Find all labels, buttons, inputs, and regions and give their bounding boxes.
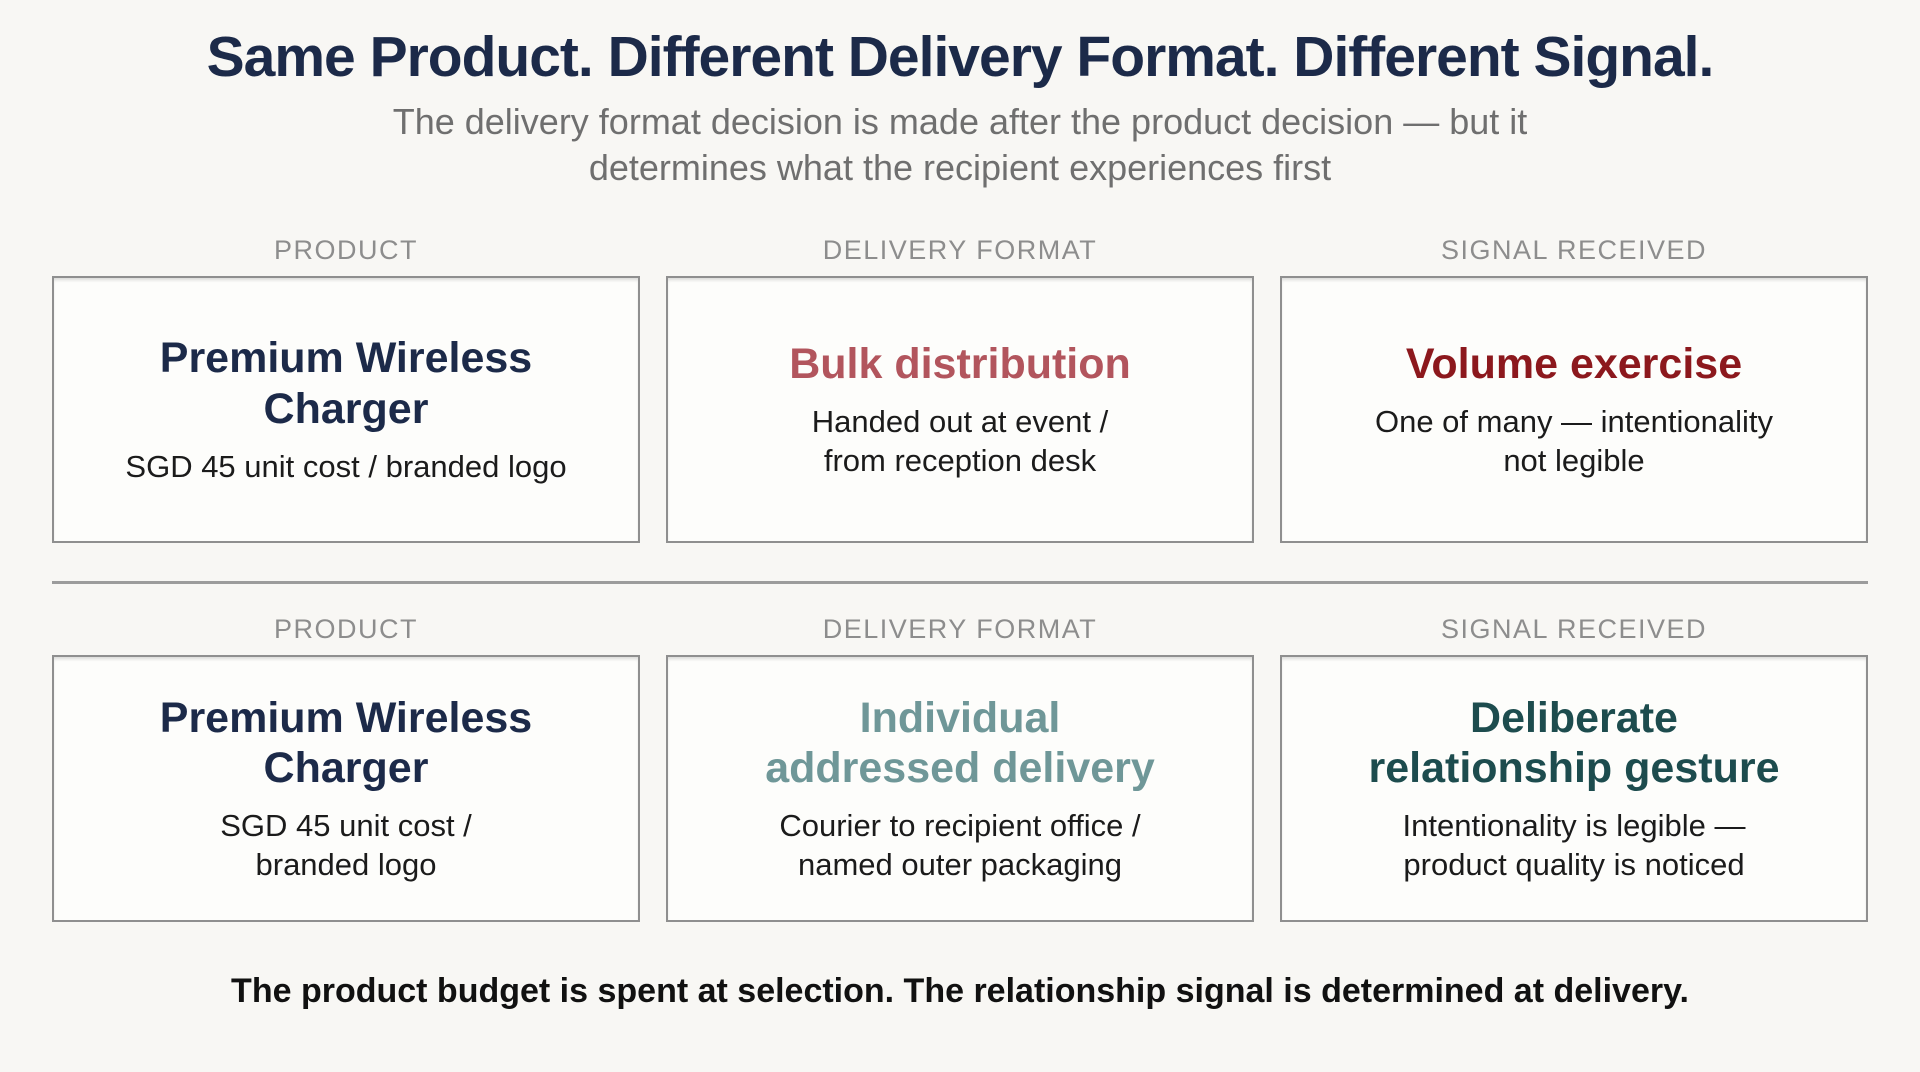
card-detail: SGD 45 unit cost / branded logo <box>125 447 566 486</box>
card-row2-signal-received: Deliberate relationship gesture Intentio… <box>1280 654 1868 922</box>
card-row2-delivery-format: Individual addressed delivery Courier to… <box>666 654 1254 922</box>
card-detail: Courier to recipient office / named oute… <box>779 806 1140 884</box>
card-detail-line: One of many — intentionality <box>1374 403 1774 439</box>
card-heading-line: Charger <box>263 744 429 793</box>
card-detail: One of many — intentionality not legible <box>1375 402 1773 480</box>
page-title: Same Product. Different Delivery Format.… <box>206 25 1715 89</box>
card-detail: Intentionality is legible — product qual… <box>1403 806 1746 884</box>
column-headers-row1: PRODUCT DELIVERY FORMAT SIGNAL RECEIVED <box>52 235 1868 266</box>
card-detail-line: not legible <box>1503 442 1645 478</box>
card-heading-line: relationship gesture <box>1368 744 1780 793</box>
card-detail-line: branded logo <box>255 847 437 883</box>
page-subtitle: The delivery format decision is made aft… <box>0 99 1920 191</box>
card-detail-line: named outer packaging <box>797 847 1122 883</box>
card-heading-line: Bulk distribution <box>789 339 1131 388</box>
card-detail-line: product quality is noticed <box>1403 847 1745 883</box>
card-detail-line: SGD 45 unit cost / branded logo <box>125 448 567 484</box>
subtitle-line-2: determines what the recipient experience… <box>588 146 1332 188</box>
card-heading-line: Charger <box>263 384 429 433</box>
cards-row1: Premium Wireless Charger SGD 45 unit cos… <box>52 275 1868 543</box>
column-header-product-row2: PRODUCT <box>274 613 418 644</box>
card-detail-line: Courier to recipient office / <box>779 808 1141 844</box>
card-heading-line: Volume exercise <box>1405 339 1743 388</box>
card-detail: Handed out at event / from reception des… <box>812 402 1108 480</box>
column-header-product-row1: PRODUCT <box>274 234 418 265</box>
card-row1-product: Premium Wireless Charger SGD 45 unit cos… <box>52 275 640 543</box>
scenario-row-individual: PRODUCT DELIVERY FORMAT SIGNAL RECEIVED … <box>0 614 1920 922</box>
card-row1-delivery-format: Bulk distribution Handed out at event / … <box>666 275 1254 543</box>
card-row2-product: Premium Wireless Charger SGD 45 unit cos… <box>52 654 640 922</box>
card-detail-line: Handed out at event / <box>811 403 1109 439</box>
column-header-signal-received-row2: SIGNAL RECEIVED <box>1440 613 1708 644</box>
card-heading: Deliberate relationship gesture <box>1369 693 1780 794</box>
card-heading: Premium Wireless Charger <box>160 693 532 794</box>
card-detail-line: SGD 45 unit cost / <box>220 808 472 844</box>
column-header-delivery-format-row1: DELIVERY FORMAT <box>822 234 1098 265</box>
card-heading-line: Deliberate <box>1470 693 1678 742</box>
scenario-row-bulk: PRODUCT DELIVERY FORMAT SIGNAL RECEIVED … <box>0 235 1920 543</box>
card-heading-line: addressed delivery <box>765 744 1155 793</box>
cards-row2: Premium Wireless Charger SGD 45 unit cos… <box>52 654 1868 922</box>
card-heading-line: Premium Wireless <box>159 693 533 742</box>
row-divider <box>52 580 1868 584</box>
column-header-delivery-format-row2: DELIVERY FORMAT <box>822 613 1098 644</box>
card-detail: SGD 45 unit cost / branded logo <box>220 806 472 884</box>
card-heading: Individual addressed delivery <box>765 693 1155 794</box>
card-heading: Premium Wireless Charger <box>160 333 532 434</box>
card-heading-line: Individual <box>859 693 1061 742</box>
card-row1-signal-received: Volume exercise One of many — intentiona… <box>1280 275 1868 543</box>
column-header-signal-received-row1: SIGNAL RECEIVED <box>1440 234 1708 265</box>
footer-note: The product budget is spent at selection… <box>231 971 1689 1010</box>
card-heading: Bulk distribution <box>789 339 1131 390</box>
subtitle-line-1: The delivery format decision is made aft… <box>392 100 1528 142</box>
card-detail-line: Intentionality is legible — <box>1402 808 1746 844</box>
card-heading-line: Premium Wireless <box>159 334 533 383</box>
card-heading: Volume exercise <box>1406 339 1742 390</box>
column-headers-row2: PRODUCT DELIVERY FORMAT SIGNAL RECEIVED <box>52 614 1868 645</box>
card-detail-line: from reception desk <box>823 442 1097 478</box>
